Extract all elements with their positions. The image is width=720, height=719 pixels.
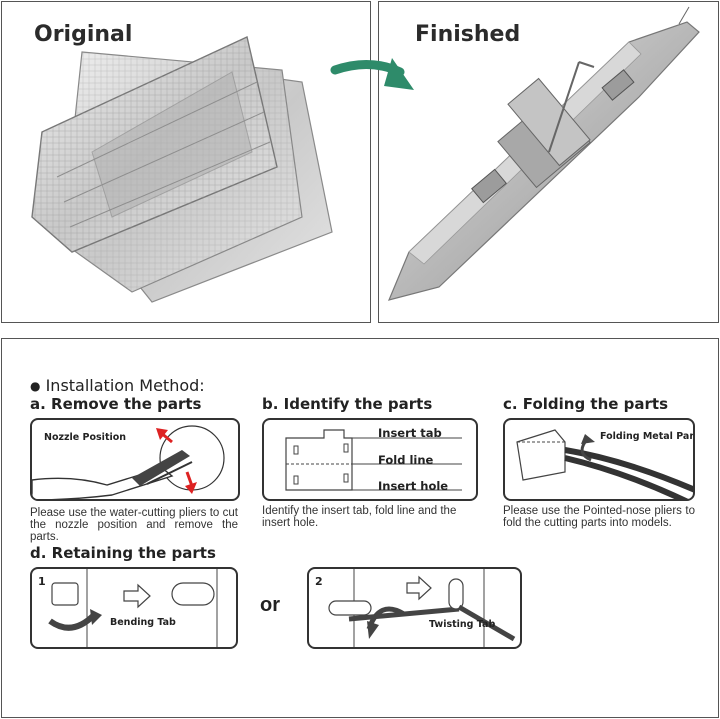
step-a-heading: a. Remove the parts bbox=[30, 395, 202, 413]
step-b-description: Identify the insert tab, fold line and t… bbox=[262, 505, 457, 529]
cutting-pliers-icon bbox=[32, 425, 225, 499]
finished-panel: Finished bbox=[378, 1, 719, 323]
bullet-icon: ● bbox=[30, 379, 41, 393]
step-a-description: Please use the water-cutting pliers to c… bbox=[30, 507, 238, 543]
bending-tab-label: Bending Tab bbox=[110, 617, 176, 628]
twisting-tab-label: Twisting Tab bbox=[429, 619, 496, 630]
battleship-model-image bbox=[387, 6, 700, 301]
step-d-heading: d. Retaining the parts bbox=[30, 544, 216, 562]
twisting-tab-box: 2 Twisting Tab bbox=[307, 567, 522, 649]
step-b-heading: b. Identify the parts bbox=[262, 395, 433, 413]
metal-sheets-image bbox=[31, 36, 333, 303]
step-a-box: Nozzle Position bbox=[30, 418, 240, 501]
folding-pliers-icon bbox=[516, 429, 693, 499]
option1-number: 1 bbox=[38, 575, 46, 588]
original-panel: Original bbox=[1, 1, 371, 323]
finished-title: Finished bbox=[415, 22, 521, 47]
method-title: ● Installation Method: bbox=[30, 376, 205, 395]
bending-tab-box: 1 Bending Tab bbox=[30, 567, 238, 649]
option2-number: 2 bbox=[315, 575, 323, 588]
step-c-heading: c. Folding the parts bbox=[503, 395, 669, 413]
transform-arrow-icon bbox=[330, 58, 414, 90]
or-text: or bbox=[260, 594, 280, 616]
bending-tab-icon bbox=[48, 569, 218, 647]
folding-metal-part-label: Folding Metal Part bbox=[600, 431, 695, 442]
insert-hole-label: Insert hole bbox=[378, 479, 449, 493]
fold-line-label: Fold line bbox=[378, 453, 434, 467]
twisting-tab-icon bbox=[328, 569, 516, 647]
step-c-description: Please use the Pointed-nose pliers to fo… bbox=[503, 505, 695, 529]
instructions-panel bbox=[1, 338, 719, 718]
insert-tab-label: Insert tab bbox=[378, 426, 442, 440]
method-title-text: Installation Method: bbox=[45, 376, 205, 395]
nozzle-position-label: Nozzle Position bbox=[44, 432, 127, 443]
original-title: Original bbox=[34, 22, 133, 47]
step-b-box: Insert tab Fold line Insert hole bbox=[262, 418, 478, 501]
step-c-box: Folding Metal Part bbox=[503, 418, 695, 501]
part-diagram-icon bbox=[285, 429, 462, 491]
